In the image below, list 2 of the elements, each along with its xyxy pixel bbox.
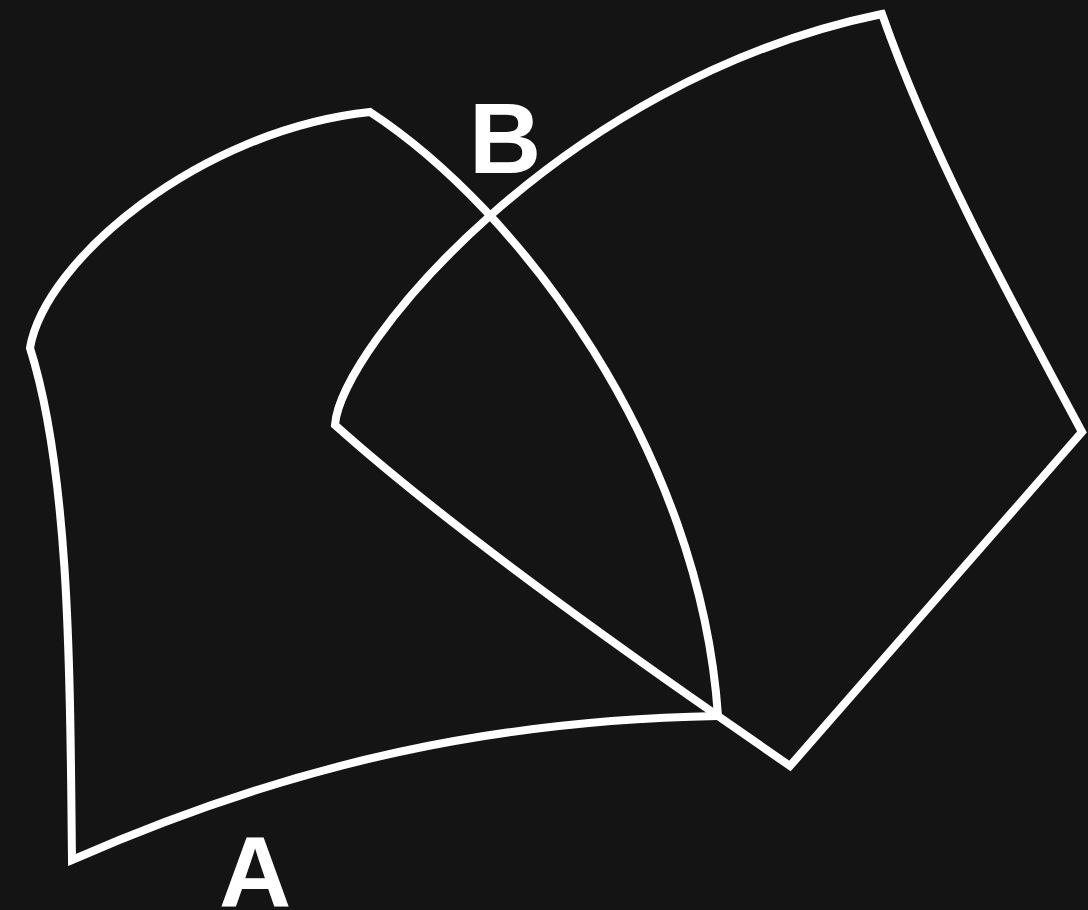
shape-label: A [217,822,293,910]
shape-label: B [467,88,543,188]
